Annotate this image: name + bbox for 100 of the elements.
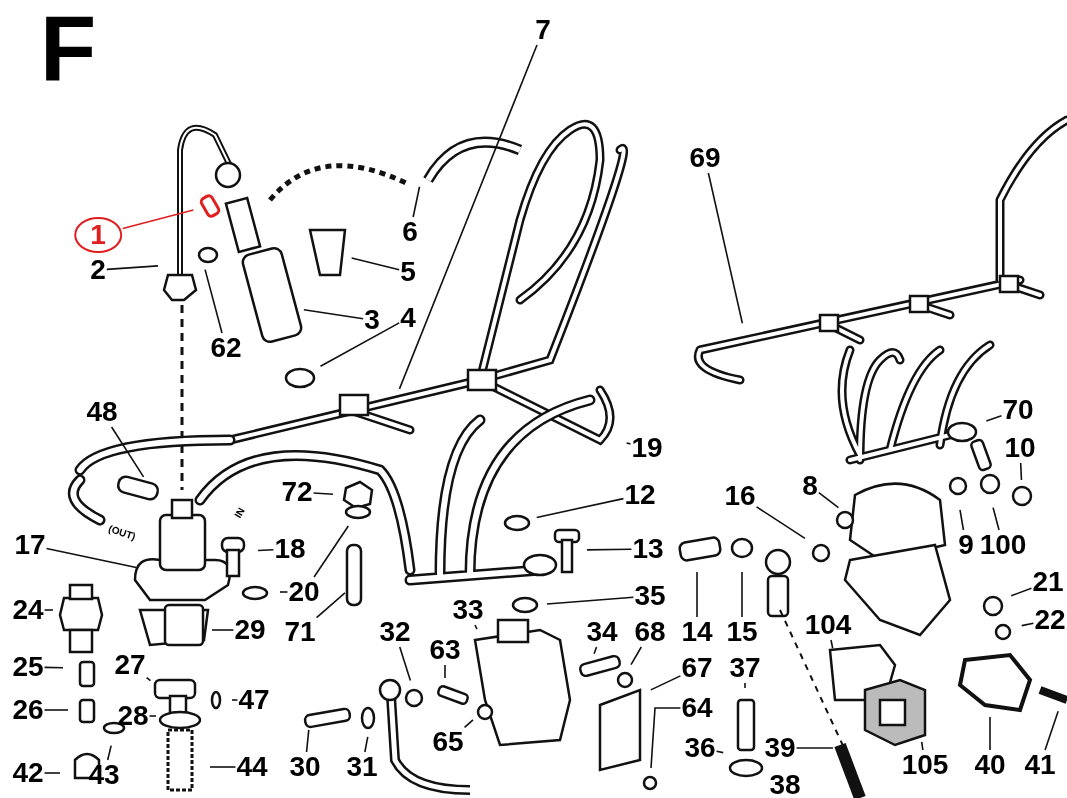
callout-number: 3	[364, 306, 380, 334]
leader-line	[122, 209, 195, 230]
leader-line	[755, 506, 806, 540]
callout-number: 30	[289, 753, 321, 781]
callout-number: 69	[689, 144, 721, 172]
callout-number: 40	[974, 751, 1006, 779]
callout-number: 20	[288, 578, 320, 606]
leader-line	[650, 707, 682, 769]
callout-number: 31	[346, 753, 378, 781]
leader-line	[412, 185, 421, 218]
callout-number: 5	[400, 258, 416, 286]
leader-line	[535, 497, 625, 519]
callout-number: 38	[769, 771, 801, 798]
flow-label: (OUT)	[107, 523, 137, 543]
callout-number: 105	[901, 751, 949, 779]
leader-line	[715, 750, 725, 754]
callout-number: 32	[379, 618, 411, 646]
callout-number: 36	[684, 734, 716, 762]
leader-line	[279, 591, 289, 593]
leader-line	[818, 491, 840, 509]
callout-number: 21	[1032, 568, 1064, 596]
leader-line	[474, 624, 478, 630]
leader-line	[398, 44, 538, 390]
callout-number: 19	[631, 434, 663, 462]
callout-number: 12	[624, 481, 656, 509]
leader-line	[1019, 462, 1023, 481]
leader-line	[350, 257, 400, 271]
callout-number: 10	[1004, 434, 1036, 462]
leader-line	[148, 715, 157, 717]
callout-number: 22	[1034, 606, 1066, 634]
leader-line	[106, 265, 159, 271]
callout-number: 39	[764, 734, 796, 762]
leader-line	[992, 506, 1000, 531]
callout-number: 26	[12, 696, 44, 724]
leader-line	[830, 639, 834, 650]
leader-line	[696, 571, 698, 618]
leader-line	[110, 426, 145, 478]
leader-line	[204, 268, 223, 334]
leader-line	[586, 548, 633, 551]
callout-number: 44	[236, 753, 268, 781]
leader-line	[43, 666, 64, 669]
leader-line	[43, 709, 69, 711]
callout-number: 6	[402, 218, 418, 246]
leader-line	[303, 308, 364, 320]
flow-label: IN	[233, 506, 247, 520]
leader-line	[463, 719, 474, 729]
callout-number: 2	[90, 256, 106, 284]
leader-line	[625, 442, 632, 445]
leader-line	[593, 646, 598, 655]
callout-number: 18	[274, 535, 306, 563]
callout-number: 33	[452, 596, 484, 624]
leader-line	[444, 664, 446, 679]
callout-number: 68	[634, 618, 666, 646]
callout-number: 27	[114, 651, 146, 679]
leader-line	[1020, 622, 1035, 627]
callout-number: 64	[681, 694, 713, 722]
callout-number: 72	[281, 478, 313, 506]
leader-line	[795, 747, 834, 749]
callout-number: 8	[802, 472, 818, 500]
callout-number: 100	[979, 531, 1027, 559]
callout-number: 16	[724, 482, 756, 510]
leader-line	[920, 741, 924, 751]
callout-number: 63	[429, 636, 461, 664]
leader-line	[305, 729, 310, 753]
callout-number: 70	[1002, 396, 1034, 424]
callout-number: 34	[586, 618, 618, 646]
leader-line	[106, 744, 112, 761]
callout-number: 35	[634, 582, 666, 610]
callout-number: 29	[234, 616, 266, 644]
callout-number: 24	[12, 596, 44, 624]
callout-number: 9	[958, 531, 974, 559]
callout-number: 13	[632, 535, 664, 563]
callout-number: 41	[1024, 751, 1056, 779]
leader-line	[959, 509, 965, 531]
callout-number: 67	[681, 654, 713, 682]
leader-line	[1010, 587, 1033, 597]
leader-line	[398, 646, 412, 682]
leader-line	[319, 322, 400, 367]
leader-line	[43, 772, 61, 774]
callout-number: 17	[14, 531, 46, 559]
callout-number: 4	[400, 304, 416, 332]
leader-line	[744, 682, 746, 689]
callout-number: 37	[729, 654, 761, 682]
leader-line	[741, 571, 743, 618]
section-letter: F	[40, 2, 97, 94]
leader-line	[257, 548, 275, 552]
callout-number: 25	[12, 653, 44, 681]
leader-line	[650, 675, 682, 691]
circled-callout-number: 1	[74, 217, 122, 253]
leader-line	[630, 646, 643, 666]
callout-number: 104	[804, 611, 852, 639]
leader-line	[313, 525, 350, 578]
callout-number: 62	[210, 334, 242, 362]
callout-number: 28	[117, 702, 149, 730]
callout-number: 42	[12, 759, 44, 787]
leader-line	[364, 736, 369, 753]
leader-line	[707, 172, 744, 325]
callout-number: 47	[238, 686, 270, 714]
callout-number: 7	[535, 16, 551, 44]
leader-line	[989, 716, 991, 751]
